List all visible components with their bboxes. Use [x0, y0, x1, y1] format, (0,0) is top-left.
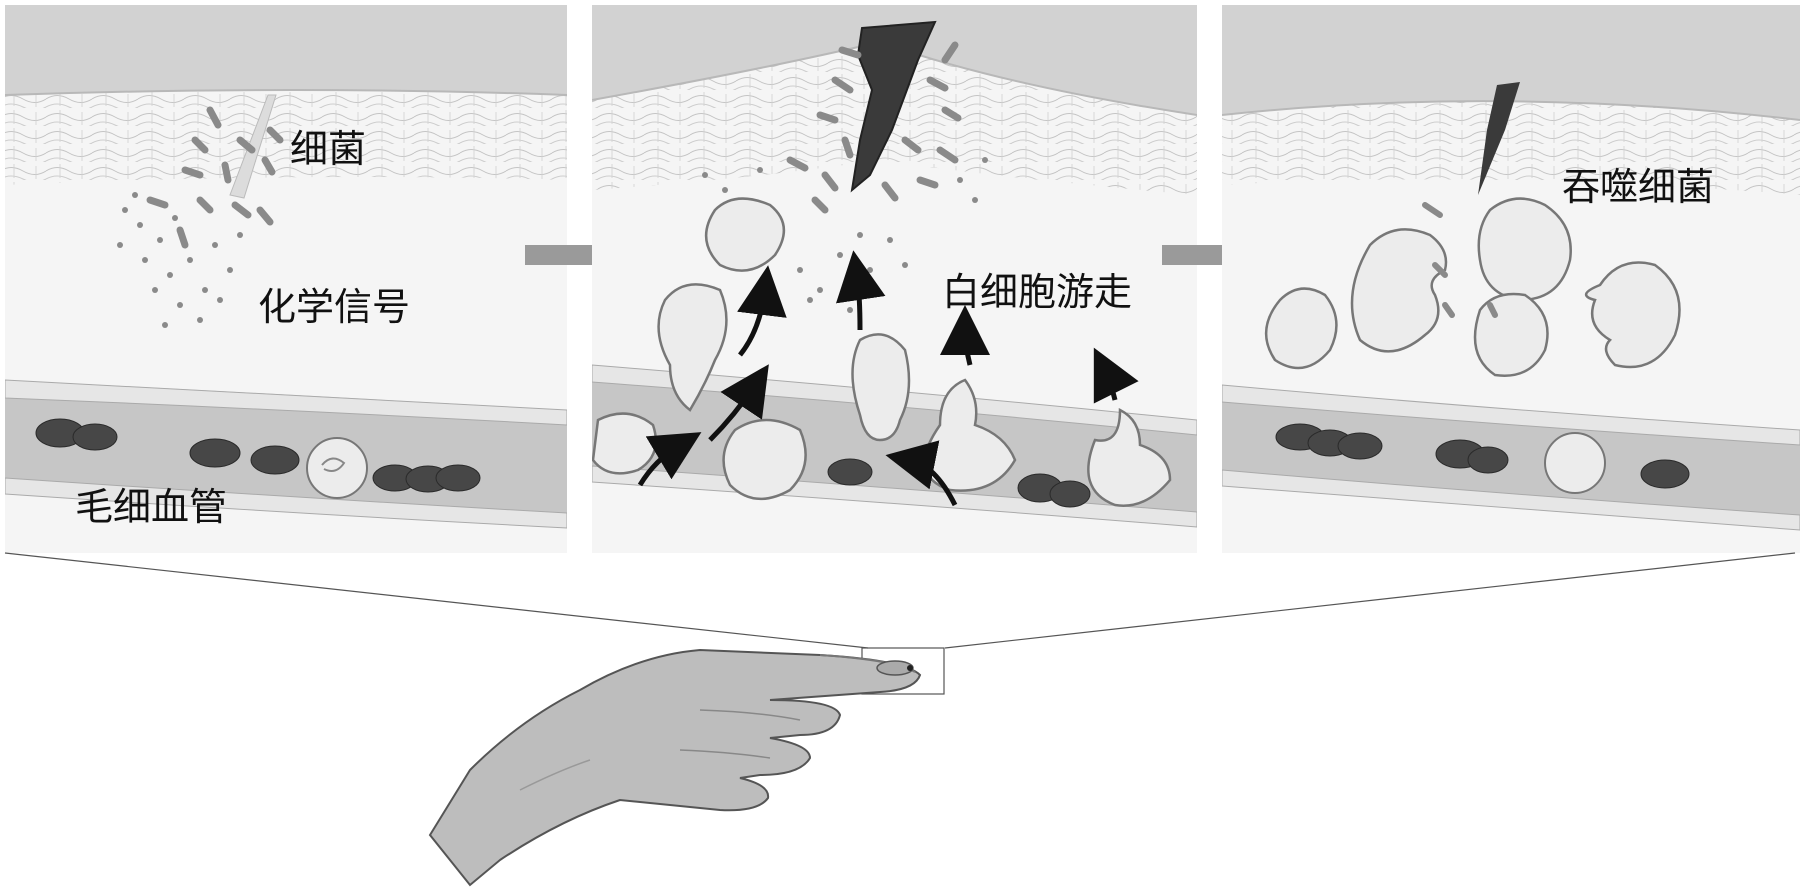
white-blood-cells: [592, 197, 1172, 507]
zoom-lines: [4, 552, 1796, 695]
migration-arrows: [637, 250, 1139, 507]
label-capillary: 毛细血管: [75, 485, 227, 529]
label-wbc-migration: 白细胞游走: [942, 270, 1132, 314]
fingertip-wound: [907, 665, 913, 671]
panel-phagocytosis: 吞噬细菌: [1222, 5, 1800, 553]
bacteria: [786, 41, 962, 214]
red-blood-cells: [1275, 423, 1690, 489]
wound: [850, 20, 937, 193]
label-chemical-signal: 化学信号: [258, 285, 410, 329]
bacteria: [1422, 202, 1498, 318]
red-blood-cells: [827, 458, 1091, 508]
panel-infection: 细菌 化学信号 毛细血管: [5, 5, 567, 553]
red-blood-cells: [35, 418, 481, 493]
hand-illustration: [428, 648, 922, 887]
bacteria: [146, 106, 284, 249]
label-bacteria: 细菌: [290, 127, 366, 171]
panel-migration: 白细胞游走: [592, 5, 1197, 553]
healed-wound: [1478, 82, 1520, 195]
white-blood-cell: [306, 437, 368, 499]
chemical-signal-dots: [117, 192, 243, 328]
phagocytes: [1264, 197, 1681, 377]
label-phagocytosis: 吞噬细菌: [1562, 165, 1714, 209]
